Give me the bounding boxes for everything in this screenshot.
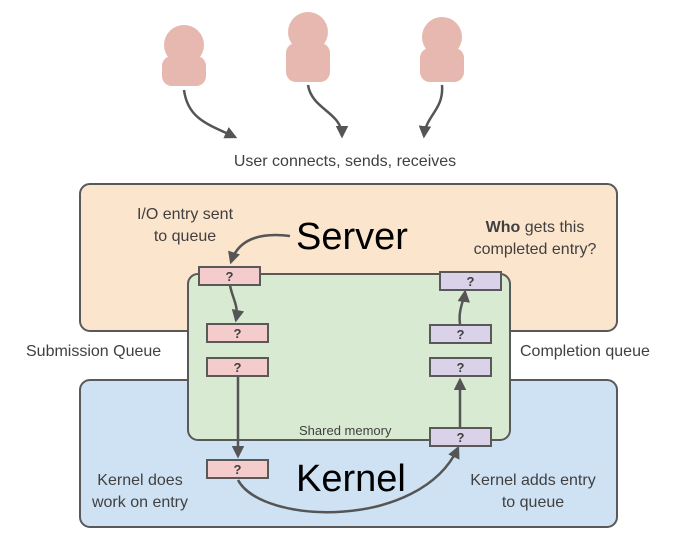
who-gets-entry-label: Who gets this completed entry? — [460, 217, 610, 261]
io-entry-label-line1: I/O entry sent — [136, 206, 234, 223]
server-to-queue-arrow — [228, 233, 291, 265]
kernel-process-arrow — [236, 445, 460, 514]
svg-text:?: ? — [226, 269, 234, 284]
user-icon — [286, 12, 330, 82]
kernel-does-label: Kernel does work on entry — [80, 470, 200, 514]
svg-text:?: ? — [457, 360, 465, 375]
shared-memory-box — [187, 273, 511, 441]
user-arrow — [418, 84, 444, 139]
user-arrow — [306, 84, 349, 139]
io-entry-label-line2: to queue — [153, 228, 217, 245]
server-title: Server — [296, 216, 408, 258]
completion-arrow — [457, 289, 470, 325]
svg-text:?: ? — [457, 327, 465, 342]
who-bold-text: Who — [485, 219, 521, 236]
svg-text:?: ? — [457, 430, 465, 445]
who-gets-entry-line1: Who gets this — [460, 217, 610, 239]
submission-entry: ? — [206, 459, 269, 479]
completion-entry: ? — [429, 324, 492, 344]
completion-entry: ? — [439, 271, 502, 291]
user-action-label: User connects, sends, receives — [233, 153, 457, 170]
kernel-adds-line1: Kernel adds entry — [470, 472, 596, 489]
shared-memory-label: Shared memory — [299, 423, 392, 438]
completion-entry: ? — [429, 357, 492, 377]
who-rest-text: gets this — [520, 219, 585, 236]
completion-entry: ? — [429, 427, 492, 447]
submission-arrow — [228, 284, 245, 323]
user-icon — [162, 25, 206, 86]
kernel-title: Kernel — [296, 458, 406, 500]
submission-entry: ? — [206, 357, 269, 377]
submission-entry: ? — [206, 323, 269, 343]
svg-text:?: ? — [467, 274, 475, 289]
submission-entry: ? — [198, 266, 261, 286]
submission-queue-label: Submission Queue — [26, 343, 162, 360]
completion-queue-label: Completion queue — [520, 343, 650, 360]
who-gets-entry-line2: completed entry? — [473, 241, 597, 258]
kernel-adds-label: Kernel adds entry to queue — [450, 470, 616, 514]
user-icon — [420, 17, 464, 82]
kernel-adds-line2: to queue — [501, 494, 565, 511]
kernel-does-line2: work on entry — [91, 494, 189, 511]
user-arrow — [182, 89, 238, 139]
kernel-does-line1: Kernel does — [97, 472, 183, 489]
svg-text:?: ? — [234, 462, 242, 477]
svg-text:?: ? — [234, 326, 242, 341]
io-entry-label: I/O entry sent to queue — [110, 204, 260, 248]
svg-text:?: ? — [234, 360, 242, 375]
